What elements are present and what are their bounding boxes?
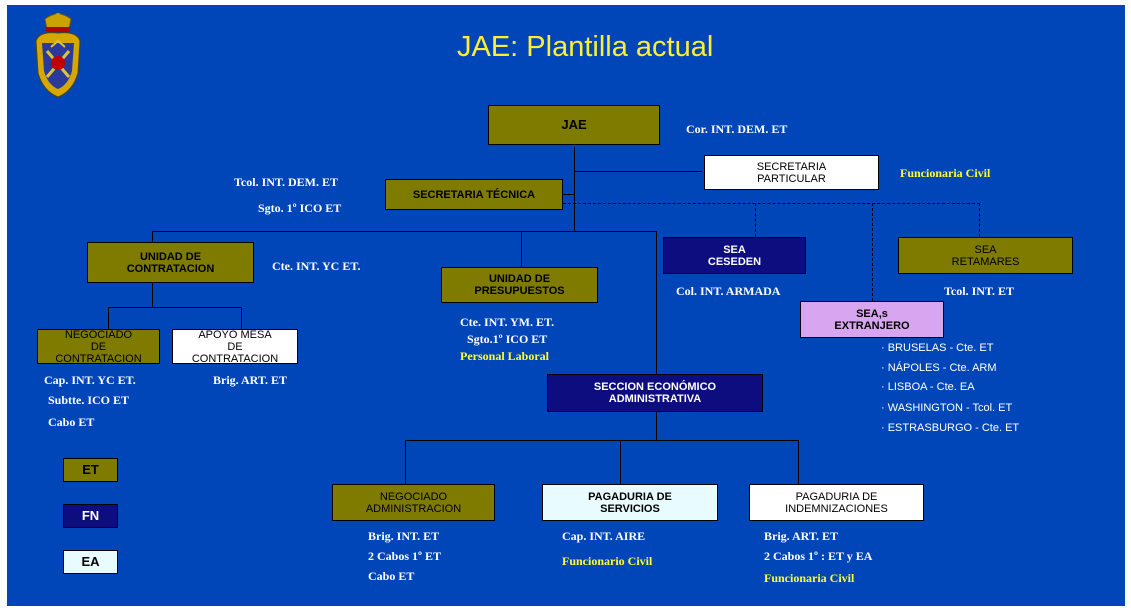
- node-sea-retamares: SEA RETAMARES: [898, 237, 1073, 274]
- staff-pagaduria-indemnizaciones-1: Brig. ART. ET: [764, 529, 839, 543]
- connector: [798, 440, 799, 484]
- node-sea-ceseden: SEA CESEDEN: [663, 237, 806, 274]
- dashed-connector: [872, 203, 873, 301]
- connector: [521, 231, 522, 267]
- connector: [574, 171, 702, 172]
- staff-pagaduria-servicios-2: Funcionario Civil: [562, 554, 653, 568]
- node-negociado-administracion: NEGOCIADO ADMINISTRACION: [332, 484, 495, 521]
- connector: [152, 231, 153, 242]
- node-seas-extranjero: SEA,s EXTRANJERO: [800, 301, 944, 338]
- staff-secretaria-tecnica-2: Sgto. 1º ICO ET: [258, 201, 342, 215]
- connector: [152, 283, 153, 307]
- staff-extranjero-2: · NÁPOLES - Cte. ARM: [881, 362, 997, 374]
- node-secretaria-particular: SECRETARIA PARTICULAR: [704, 155, 879, 190]
- connector: [563, 194, 575, 195]
- connector: [656, 231, 657, 374]
- node-seccion-economico: SECCION ECONÓMICO ADMINISTRATIVA: [547, 374, 763, 412]
- node-jae: JAE: [488, 105, 660, 145]
- page-title: JAE: Plantilla actual: [457, 31, 714, 63]
- staff-pagaduria-servicios-1: Cap. INT. AIRE: [562, 529, 646, 543]
- legend-et: ET: [63, 458, 118, 482]
- staff-extranjero-5: · ESTRASBURGO - Cte. ET: [881, 422, 1020, 434]
- connector: [108, 307, 109, 329]
- staff-secretaria-tecnica-1: Tcol. INT. DEM. ET: [234, 175, 339, 189]
- staff-secretaria-particular: Funcionaria Civil: [900, 166, 991, 180]
- staff-apoyo-mesa: Brig. ART. ET: [213, 373, 288, 387]
- staff-extranjero-3: · LISBOA - Cte. EA: [881, 381, 975, 393]
- node-pagaduria-servicios: PAGADURIA DE SERVICIOS: [542, 484, 718, 521]
- staff-negociado-administracion-2: 2 Cabos 1º ET: [368, 549, 441, 563]
- staff-pagaduria-indemnizaciones-2: 2 Cabos 1º : ET y EA: [764, 549, 873, 563]
- node-secretaria-tecnica: SECRETARIA TÉCNICA: [385, 179, 563, 210]
- staff-negociado-administracion-1: Brig. INT. ET: [368, 529, 440, 543]
- connector: [405, 440, 798, 441]
- dashed-connector: [563, 203, 980, 204]
- legend-ea: EA: [63, 550, 118, 574]
- staff-unidad-contratacion: Cte. INT. YC ET.: [272, 259, 361, 273]
- connector: [405, 440, 406, 484]
- coat-of-arms-icon: [35, 13, 81, 98]
- connector: [152, 231, 656, 232]
- staff-extranjero-4: · WASHINGTON - Tcol. ET: [881, 402, 1013, 414]
- node-unidad-contratacion: UNIDAD DE CONTRATACION: [87, 242, 254, 283]
- staff-negociado-administracion-3: Cabo ET: [368, 569, 415, 583]
- staff-unidad-presupuestos-3: Personal Laboral: [460, 349, 549, 363]
- node-pagaduria-indemnizaciones: PAGADURIA DE INDEMNIZACIONES: [749, 484, 924, 521]
- dashed-connector: [979, 203, 980, 237]
- staff-sea-retamares: Tcol. INT. ET: [944, 284, 1015, 298]
- staff-negociado-contratacion-1: Cap. INT. YC ET.: [44, 373, 136, 387]
- staff-jae: Cor. INT. DEM. ET: [686, 122, 788, 136]
- staff-unidad-presupuestos-2: Sgto.1º ICO ET: [467, 332, 548, 346]
- connector: [656, 412, 657, 440]
- node-unidad-presupuestos: UNIDAD DE PRESUPUESTOS: [441, 267, 598, 303]
- staff-pagaduria-indemnizaciones-3: Funcionaria Civil: [764, 571, 855, 585]
- dashed-connector: [755, 203, 756, 237]
- node-negociado-contratacion: NEGOCIADO DE CONTRATACION: [37, 329, 160, 365]
- staff-sea-ceseden: Col. INT. ARMADA: [676, 284, 781, 298]
- node-apoyo-mesa: APOYO MESA DE CONTRATACION: [172, 329, 298, 365]
- connector: [620, 440, 621, 484]
- slide: JAE: Plantilla actual JAE SECRETARIA PAR…: [7, 5, 1125, 606]
- connector: [574, 147, 575, 231]
- legend-fn: FN: [63, 504, 118, 528]
- staff-negociado-contratacion-3: Cabo ET: [48, 415, 95, 429]
- connector: [108, 307, 242, 308]
- staff-negociado-contratacion-2: Subtte. ICO ET: [48, 393, 130, 407]
- connector: [241, 307, 242, 329]
- staff-extranjero-1: · BRUSELAS - Cte. ET: [881, 342, 994, 354]
- staff-unidad-presupuestos-1: Cte. INT. YM. ET.: [460, 315, 555, 329]
